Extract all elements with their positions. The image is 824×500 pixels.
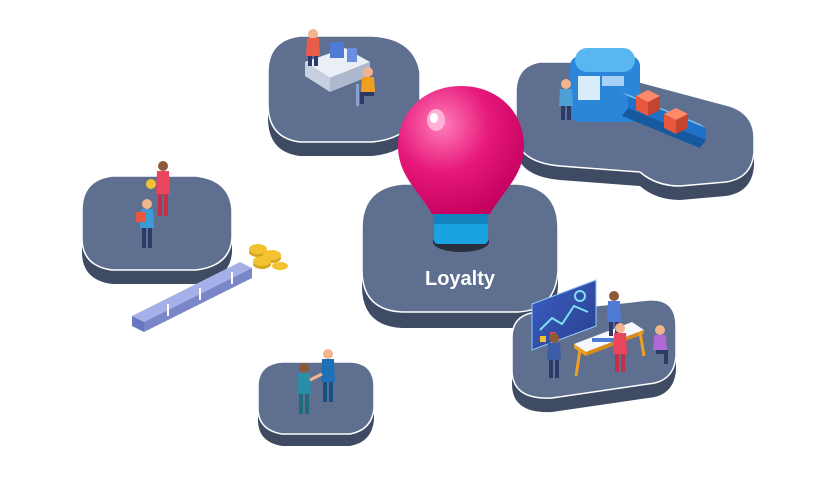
- seated-analyst-person: [653, 325, 668, 364]
- analyst-person: [547, 333, 561, 378]
- factory-conveyor-platform: [515, 48, 755, 200]
- partner-person: [321, 349, 335, 402]
- seated-worker-person: [356, 67, 375, 106]
- office-worker-person: [306, 29, 320, 66]
- office-desk-platform: [267, 29, 421, 156]
- analytics-platform: [511, 279, 677, 413]
- businessman-person: [297, 363, 311, 414]
- box-icon: [636, 90, 660, 116]
- factory-worker-person: [559, 79, 573, 120]
- customer-platform: [81, 161, 233, 284]
- office-desk: [305, 42, 370, 92]
- factory-machine: [570, 48, 640, 122]
- center-label: Loyalty: [425, 268, 496, 290]
- monitor-icon: [330, 42, 344, 58]
- coin-bag-icon: [146, 179, 156, 189]
- lightbulb-icon: [398, 86, 524, 252]
- handshake-icon: [309, 372, 323, 382]
- box-icon: [664, 108, 688, 134]
- gift-box-icon: [136, 212, 146, 222]
- shopper-person: [136, 199, 154, 248]
- team-member-person: [613, 323, 627, 372]
- coin-icon: [249, 244, 288, 270]
- money-stack-icon: [132, 262, 252, 332]
- customer-person: [146, 161, 170, 216]
- handshake-platform: [257, 349, 375, 446]
